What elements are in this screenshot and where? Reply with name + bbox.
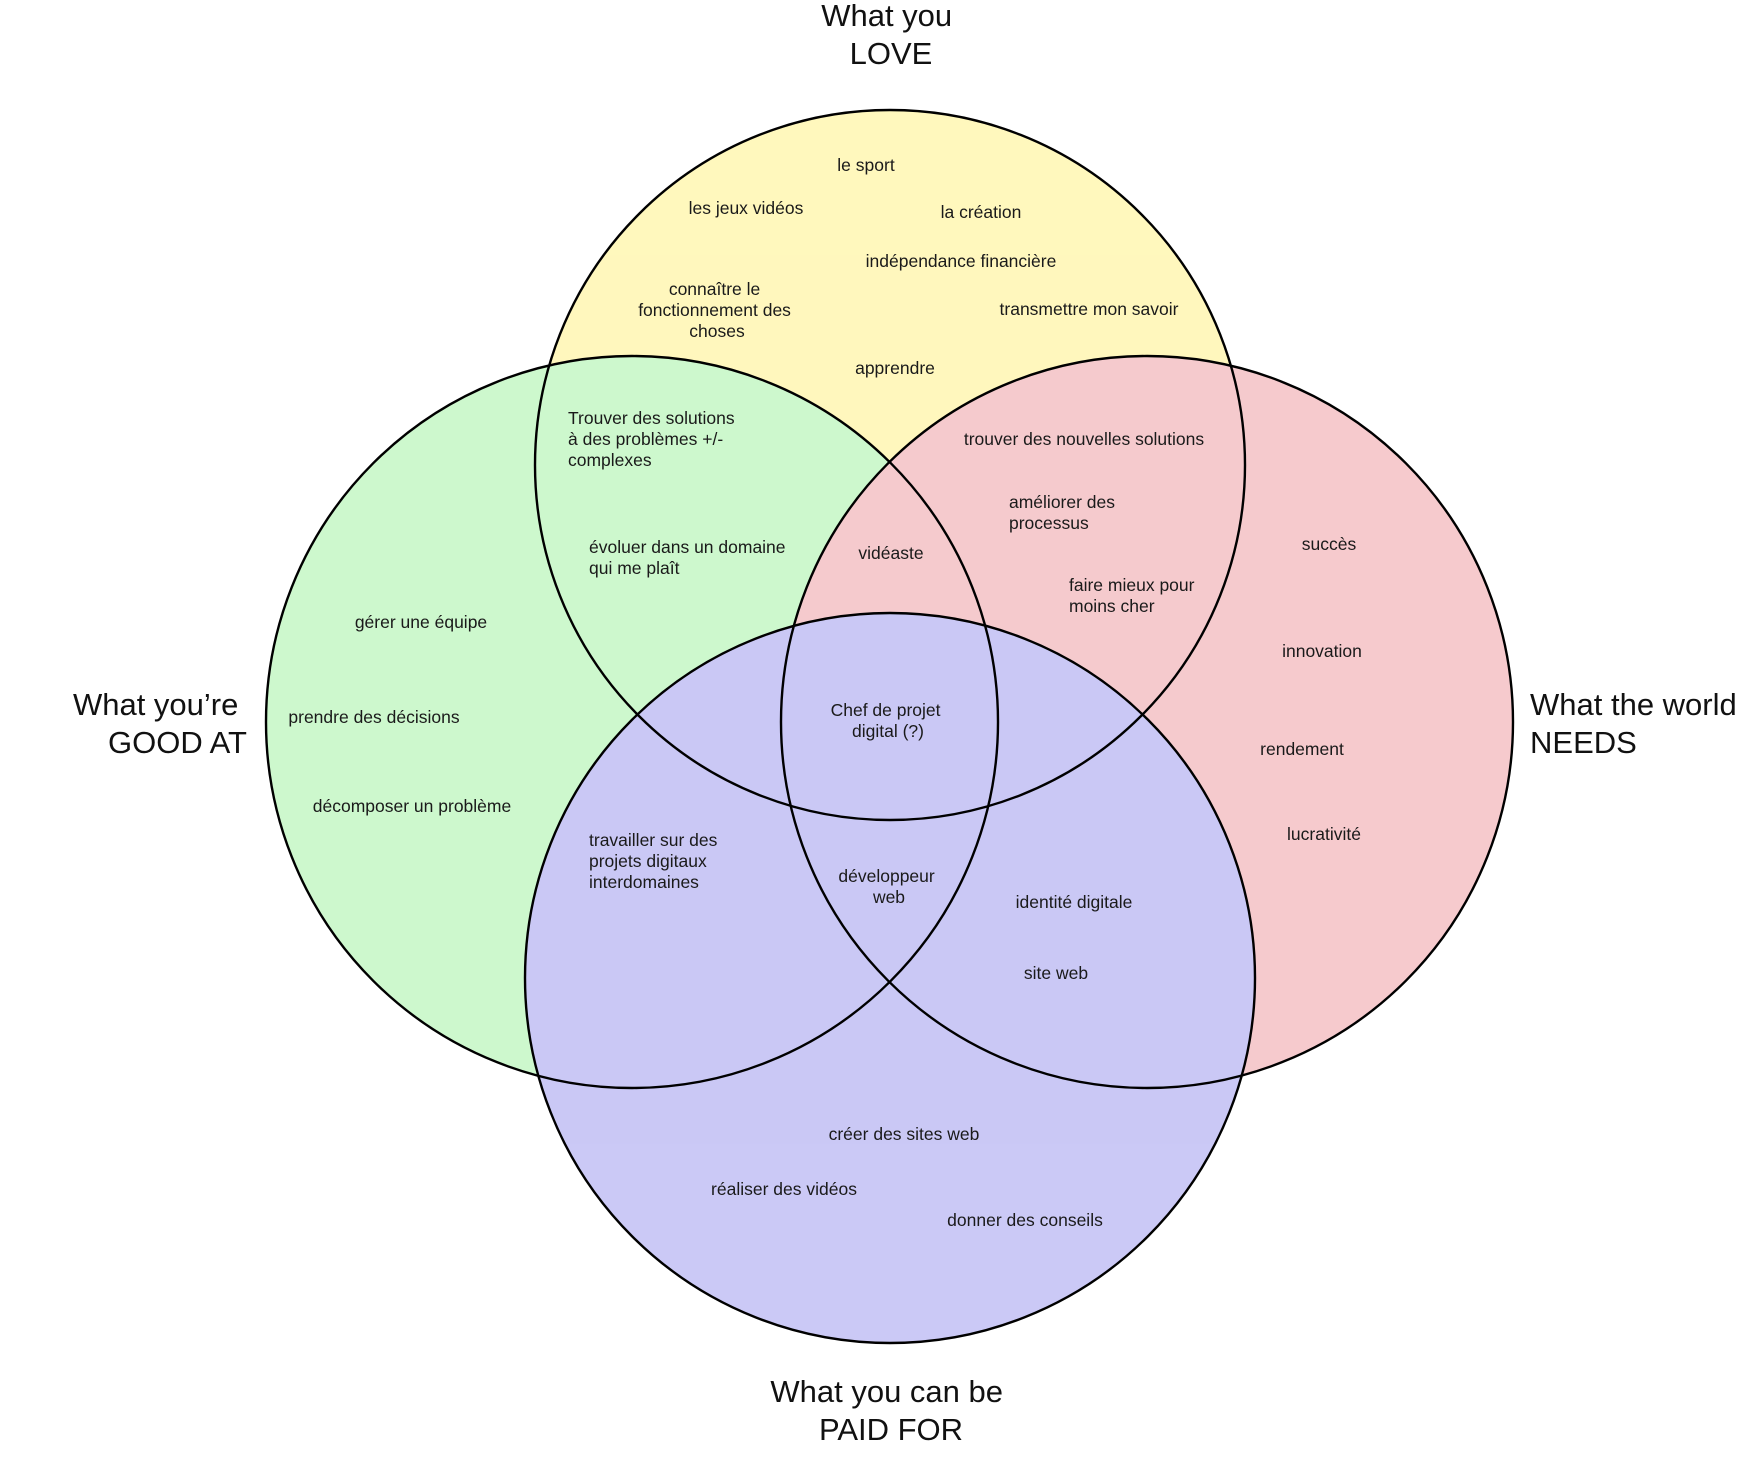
region-center: Chef de projet digital (?)	[831, 700, 946, 741]
region-paid-for: créer des sites web réaliser des vidéos …	[711, 1124, 1103, 1230]
region-good-at-paid-for: travailler sur des projets digitaux inte…	[589, 830, 722, 892]
heading-needs: What the world NEEDS	[1530, 687, 1745, 760]
item-gerer-equipe: gérer une équipe	[355, 612, 487, 632]
item-rendement: rendement	[1260, 739, 1344, 759]
item-le-sport: le sport	[837, 155, 895, 175]
heading-paid-for: What you can be PAID FOR	[770, 1374, 1011, 1447]
paid-for-circle	[523, 611, 1257, 1345]
item-transmettre-savoir: transmettre mon savoir	[1000, 299, 1179, 319]
heading-love-line2: LOVE	[850, 36, 933, 71]
region-love: le sport les jeux vidéos la création ind…	[638, 155, 1178, 378]
region-love-good-at: Trouver des solutions à des problèmes +/…	[568, 408, 790, 578]
good-at-circle	[264, 354, 1000, 1090]
region-love-needs: trouver des nouvelles solutions améliore…	[964, 429, 1205, 616]
item-la-creation: la création	[941, 202, 1022, 222]
item-ameliorer-processus: améliorer des processus	[1009, 492, 1120, 533]
item-lucrativite: lucrativité	[1287, 824, 1361, 844]
item-developpeur-web: développeur web	[838, 866, 939, 907]
region-good-at-paid-for-needs: développeur web	[838, 866, 939, 907]
region-love-good-at-needs: vidéaste	[858, 543, 923, 563]
heading-love: What you LOVE	[821, 0, 961, 71]
heading-paid-for-line1: What you can be	[770, 1374, 1003, 1409]
item-donner-conseils: donner des conseils	[947, 1210, 1103, 1230]
item-decomposer-probleme: décomposer un problème	[313, 796, 511, 816]
item-videaste: vidéaste	[858, 543, 923, 563]
heading-paid-for-line2: PAID FOR	[819, 1412, 963, 1447]
item-les-jeux-videos: les jeux vidéos	[689, 198, 804, 218]
heading-needs-line1: What the world	[1530, 687, 1737, 722]
region-needs: succès innovation rendement lucrativité	[1260, 534, 1362, 844]
circle-fills-tint	[266, 110, 1513, 1343]
item-succes: succès	[1302, 534, 1357, 554]
headings: What you LOVE What you’re GOOD AT What t…	[73, 0, 1745, 1447]
item-connaitre-fonctionnement: connaître le fonctionnement des choses	[638, 279, 796, 341]
heading-good-at-line2: GOOD AT	[108, 725, 247, 760]
item-faire-mieux: faire mieux pour moins cher	[1069, 575, 1199, 616]
item-identite-digitale: identité digitale	[1016, 892, 1133, 912]
item-prendre-decisions: prendre des décisions	[288, 707, 459, 727]
heading-needs-line2: NEEDS	[1530, 725, 1637, 760]
item-apprendre: apprendre	[855, 358, 935, 378]
item-site-web: site web	[1024, 963, 1088, 983]
region-needs-paid-for: identité digitale site web	[1016, 892, 1133, 983]
heading-good-at-line1: What you’re	[73, 687, 238, 722]
item-trouver-solutions: Trouver des solutions à des problèmes +/…	[568, 408, 740, 470]
item-innovation: innovation	[1282, 641, 1362, 661]
region-good-at: gérer une équipe prendre des décisions d…	[288, 612, 511, 816]
circle-outlines	[264, 108, 1515, 1345]
item-chef-de-projet: Chef de projet digital (?)	[831, 700, 946, 741]
heading-love-line1: What you	[821, 0, 952, 33]
needs-circle	[779, 354, 1515, 1090]
item-independance-financiere: indépendance financière	[866, 251, 1057, 271]
item-travailler-projets: travailler sur des projets digitaux inte…	[589, 830, 722, 892]
heading-good-at: What you’re GOOD AT	[73, 687, 247, 760]
item-realiser-videos: réaliser des vidéos	[711, 1179, 857, 1199]
item-creer-sites-web: créer des sites web	[829, 1124, 980, 1144]
love-circle	[533, 108, 1247, 822]
item-trouver-nouvelles-solutions: trouver des nouvelles solutions	[964, 429, 1205, 449]
item-evoluer-domaine: évoluer dans un domaine qui me plaît	[589, 537, 790, 578]
